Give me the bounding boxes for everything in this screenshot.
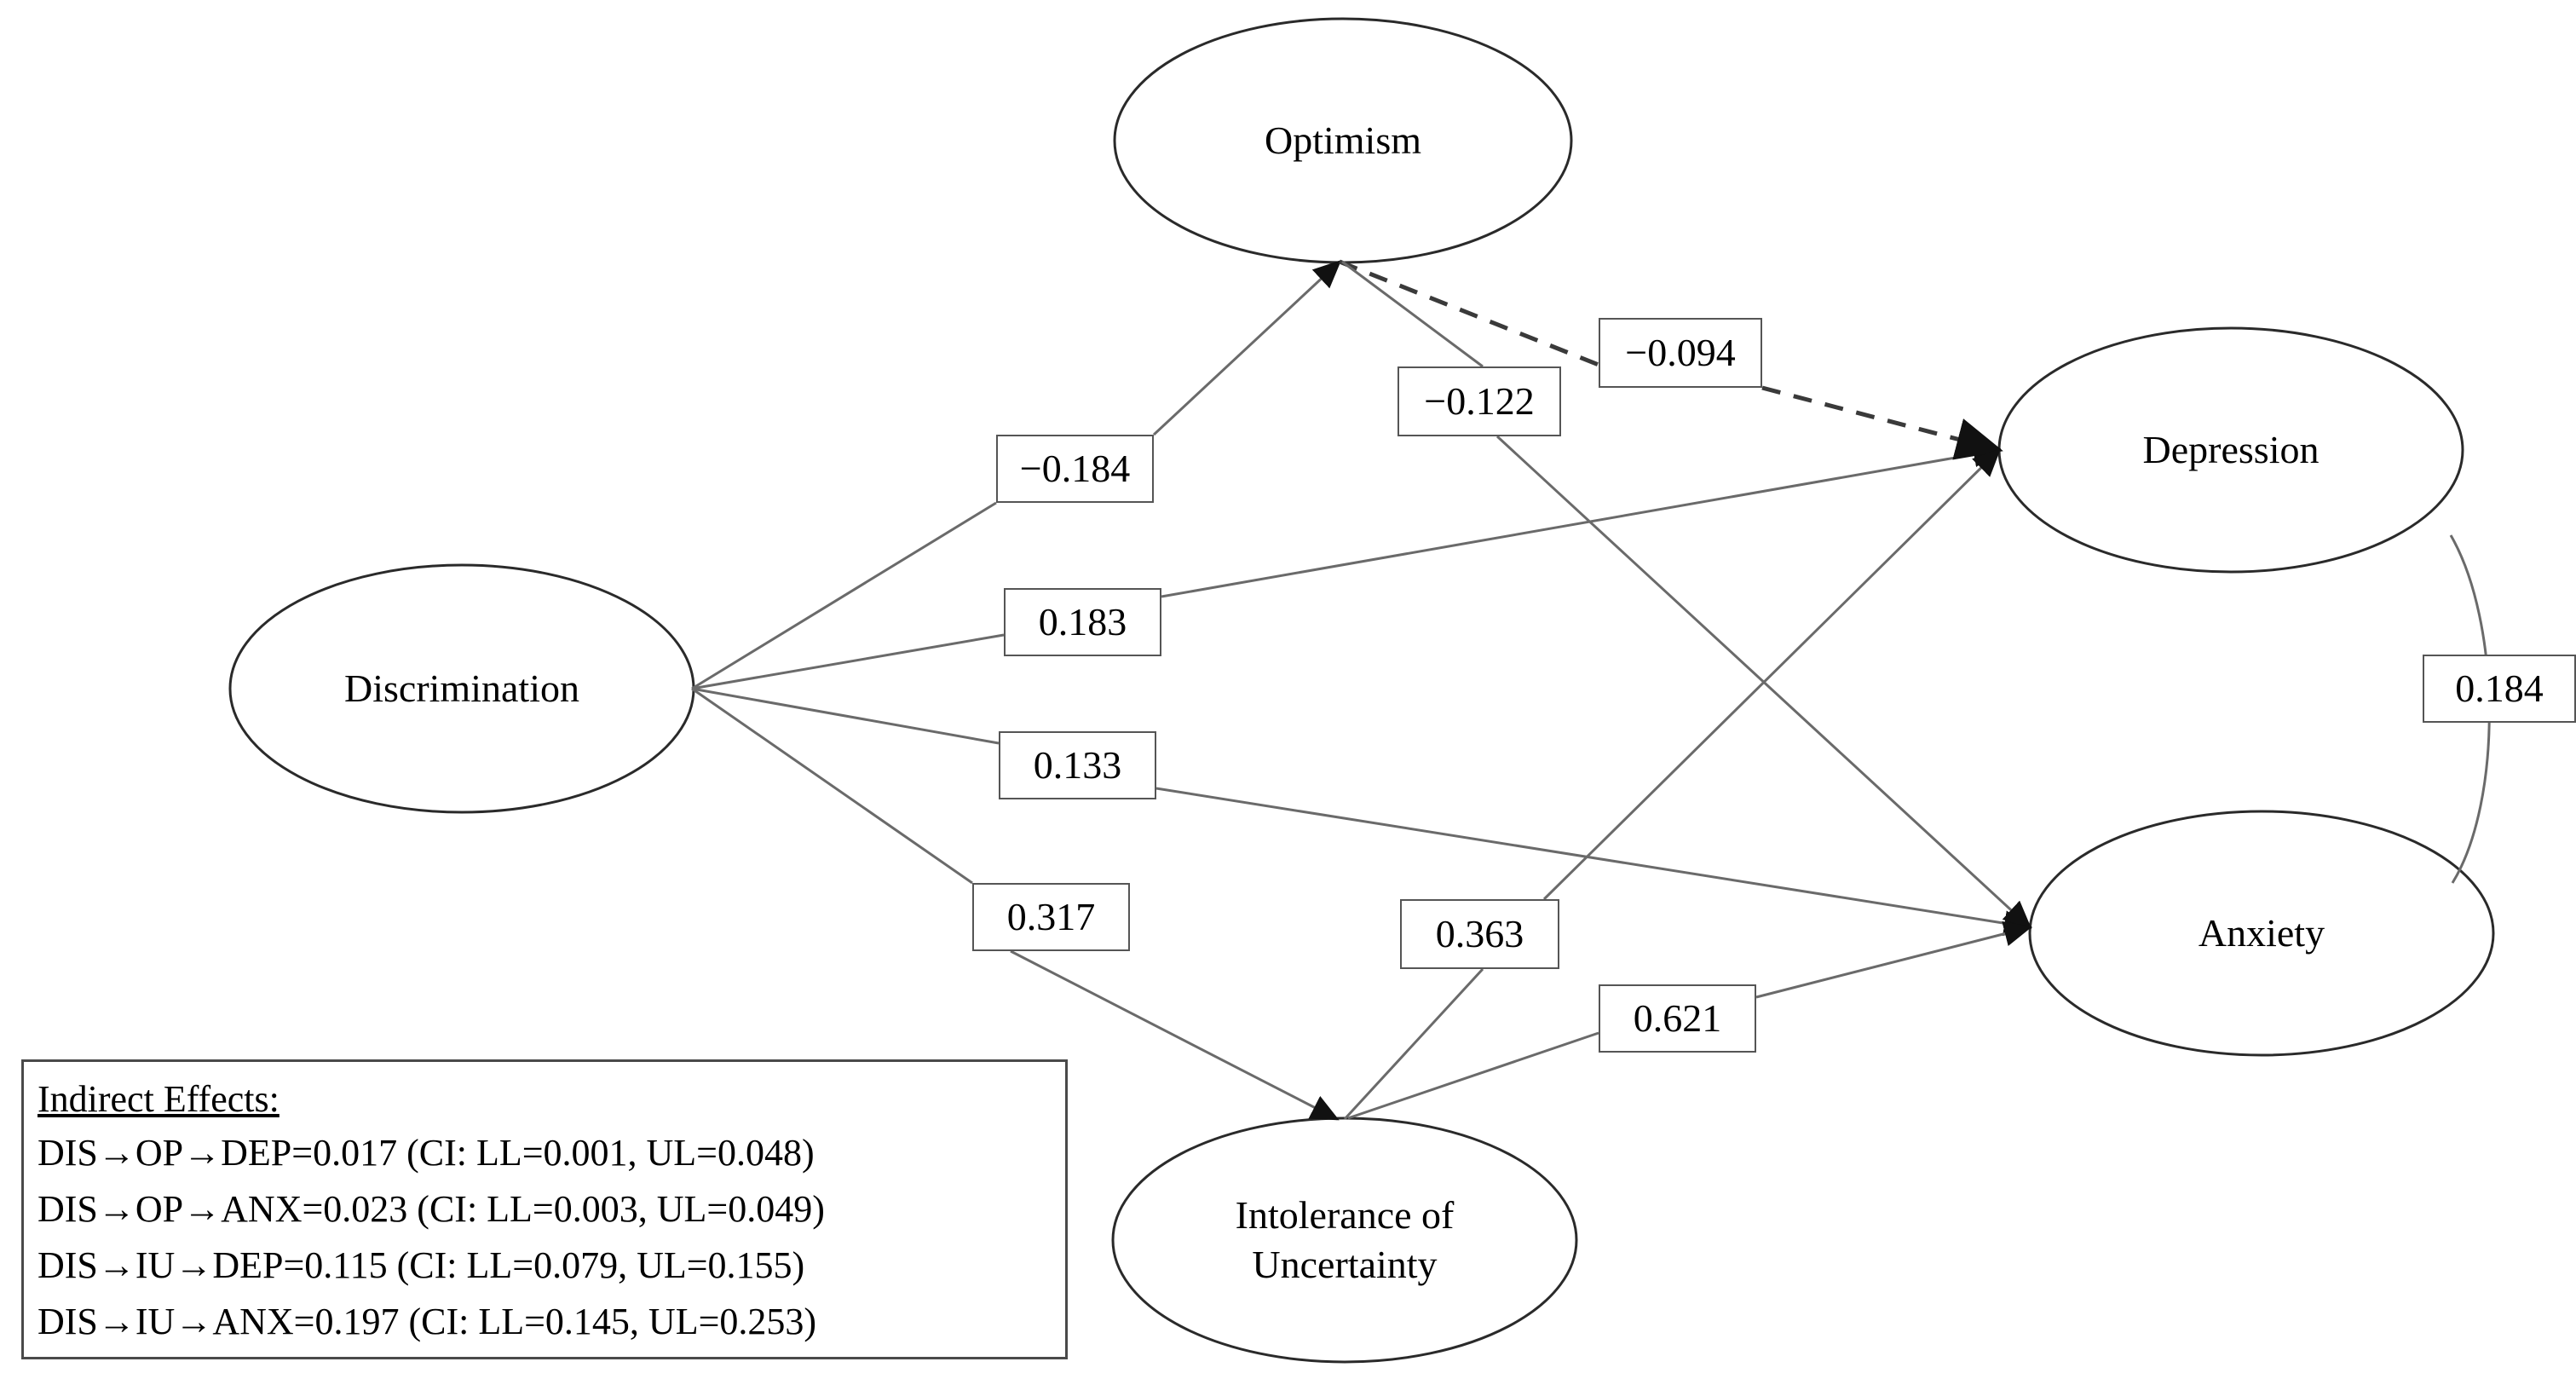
edge-dis-to-dep-seg1: [691, 633, 1005, 690]
legend-line-4: DIS→IU→ANX=0.197 (CI: LL=0.145, UL=0.253…: [37, 1301, 817, 1342]
coefficient-box-iu-anx[interactable]: 0.621: [1599, 984, 1756, 1053]
edge-dis-to-dep-seg2: [1161, 441, 2002, 598]
coefficient-box-dis-op[interactable]: −0.184: [996, 435, 1154, 503]
edge-dis-to-anx-seg2: [1155, 787, 2032, 937]
coefficient-box-iu-dep[interactable]: 0.363: [1400, 899, 1559, 969]
coefficient-box-op-dep[interactable]: −0.094: [1599, 318, 1762, 388]
node-ellipse-anxiety[interactable]: [2028, 810, 2495, 1057]
edge-dis-to-iu-seg2: [1010, 949, 1340, 1121]
node-ellipse-optimism[interactable]: [1113, 17, 1573, 264]
edge-dis-to-iu-seg1: [691, 687, 973, 885]
coefficient-box-dep-anx[interactable]: 0.184: [2423, 655, 2576, 723]
node-ellipse-depression[interactable]: [1997, 326, 2464, 574]
edge-dis-to-anx-seg1: [691, 687, 1000, 745]
edge-iu-to-anx-seg1: [1347, 1031, 1599, 1120]
coefficient-box-dis-iu[interactable]: 0.317: [972, 883, 1130, 951]
edge-op-to-dep-seg1: [1339, 259, 1599, 367]
node-ellipse-discrimination[interactable]: [228, 563, 695, 814]
node-ellipse-intolerance-of-uncertainty[interactable]: [1111, 1116, 1578, 1364]
coefficient-box-op-anx[interactable]: −0.122: [1397, 366, 1561, 436]
legend-line-3: DIS→IU→DEP=0.115 (CI: LL=0.079, UL=0.155…: [37, 1244, 805, 1286]
edge-iu-to-dep-seg2: [1542, 447, 2002, 901]
edge-op-to-dep-seg2: [1761, 385, 2003, 460]
edge-dis-to-op-seg2: [1152, 259, 1342, 436]
coefficient-box-dis-anx[interactable]: 0.133: [999, 731, 1156, 799]
legend-line-2: DIS→OP→ANX=0.023 (CI: LL=0.003, UL=0.049…: [37, 1188, 825, 1230]
edge-dis-to-op-seg1: [691, 501, 997, 690]
legend-line-1: DIS→OP→DEP=0.017 (CI: LL=0.001, UL=0.048…: [37, 1132, 815, 1174]
edge-iu-to-anx-seg2: [1755, 920, 2032, 999]
edge-op-to-anx-seg1: [1341, 260, 1484, 368]
indirect-effects-legend: Indirect Effects: DIS→OP→DEP=0.017 (CI: …: [21, 1059, 1068, 1359]
edge-iu-to-dep-seg1: [1343, 967, 1484, 1121]
coefficient-box-dis-dep[interactable]: 0.183: [1004, 588, 1161, 656]
legend-title: Indirect Effects:: [37, 1078, 279, 1120]
